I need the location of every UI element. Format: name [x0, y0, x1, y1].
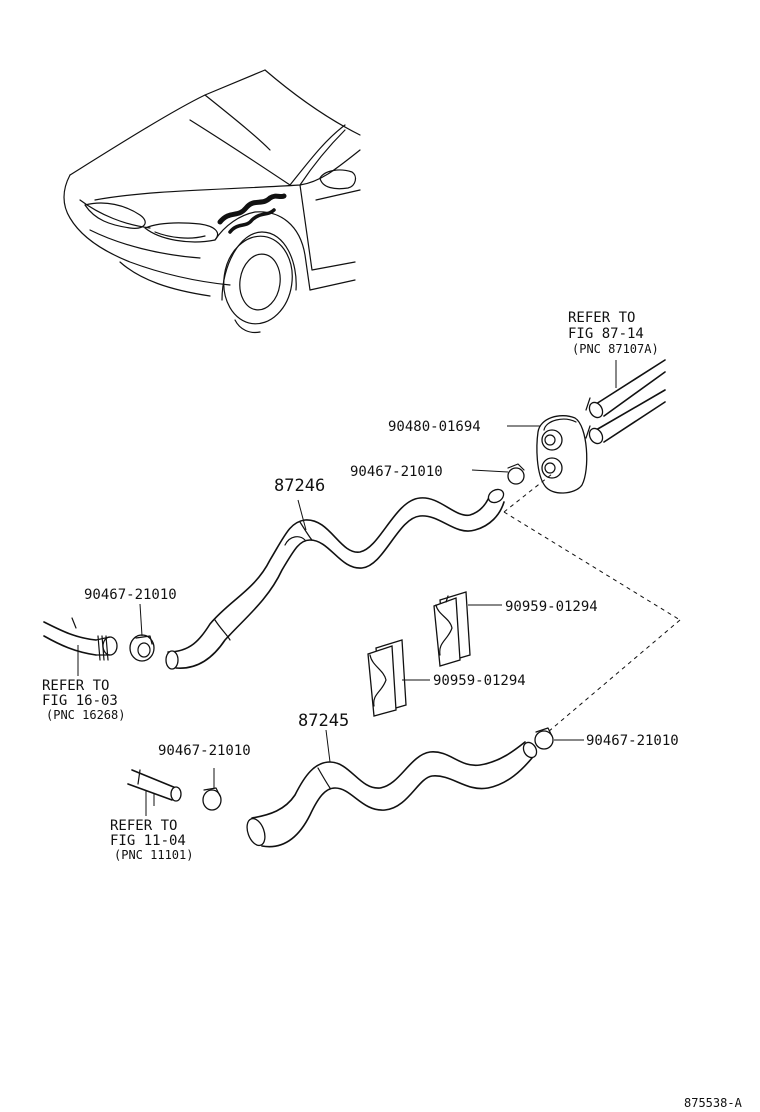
label-clamp-left: 90467-21010: [84, 587, 177, 603]
label-clamp-lower-left: 90467-21010: [158, 743, 251, 759]
figure-id: 875538-A: [684, 1096, 743, 1110]
ref-outlet-line1: REFER TO: [110, 818, 177, 834]
ref-engine-line2: FIG 16-03: [42, 693, 118, 709]
hose-87245: [246, 741, 538, 848]
clamp-left: [129, 634, 155, 662]
label-cushion-lower: 90959-01294: [433, 673, 526, 689]
ref-engine-line3: (PNC 16268): [46, 708, 125, 722]
clamp-lower-right: [534, 727, 554, 750]
ref-heater-line1: REFER TO: [568, 310, 635, 326]
label-clamp-lower-right: 90467-21010: [586, 733, 679, 749]
grommet: [536, 415, 588, 494]
hose-87246: [165, 488, 505, 670]
label-clamp-upper-right: 90467-21010: [350, 464, 443, 480]
car-illustration: [63, 69, 361, 334]
ref-heater-line2: FIG 87-14: [568, 326, 644, 342]
ref-heater-line3: (PNC 87107A): [572, 342, 659, 356]
heater-unit-pipes: [585, 359, 666, 445]
label-hose-87246: 87246: [274, 476, 325, 496]
cushion-upper: [433, 591, 471, 667]
label-cushion-upper: 90959-01294: [505, 599, 598, 615]
ref-outlet-line3: (PNC 11101): [114, 848, 193, 862]
leader-lines: [139, 425, 681, 763]
engine-pipe: [43, 617, 118, 676]
ref-outlet-line2: FIG 11-04: [110, 833, 186, 849]
clamp-lower-left: [202, 768, 222, 811]
label-grommet: 90480-01694: [388, 419, 481, 435]
ref-engine-line1: REFER TO: [42, 678, 109, 694]
cushion-lower: [367, 639, 407, 717]
water-outlet: [127, 769, 182, 816]
clamp-upper-right: [507, 463, 525, 485]
label-hose-87245: 87245: [298, 711, 349, 731]
